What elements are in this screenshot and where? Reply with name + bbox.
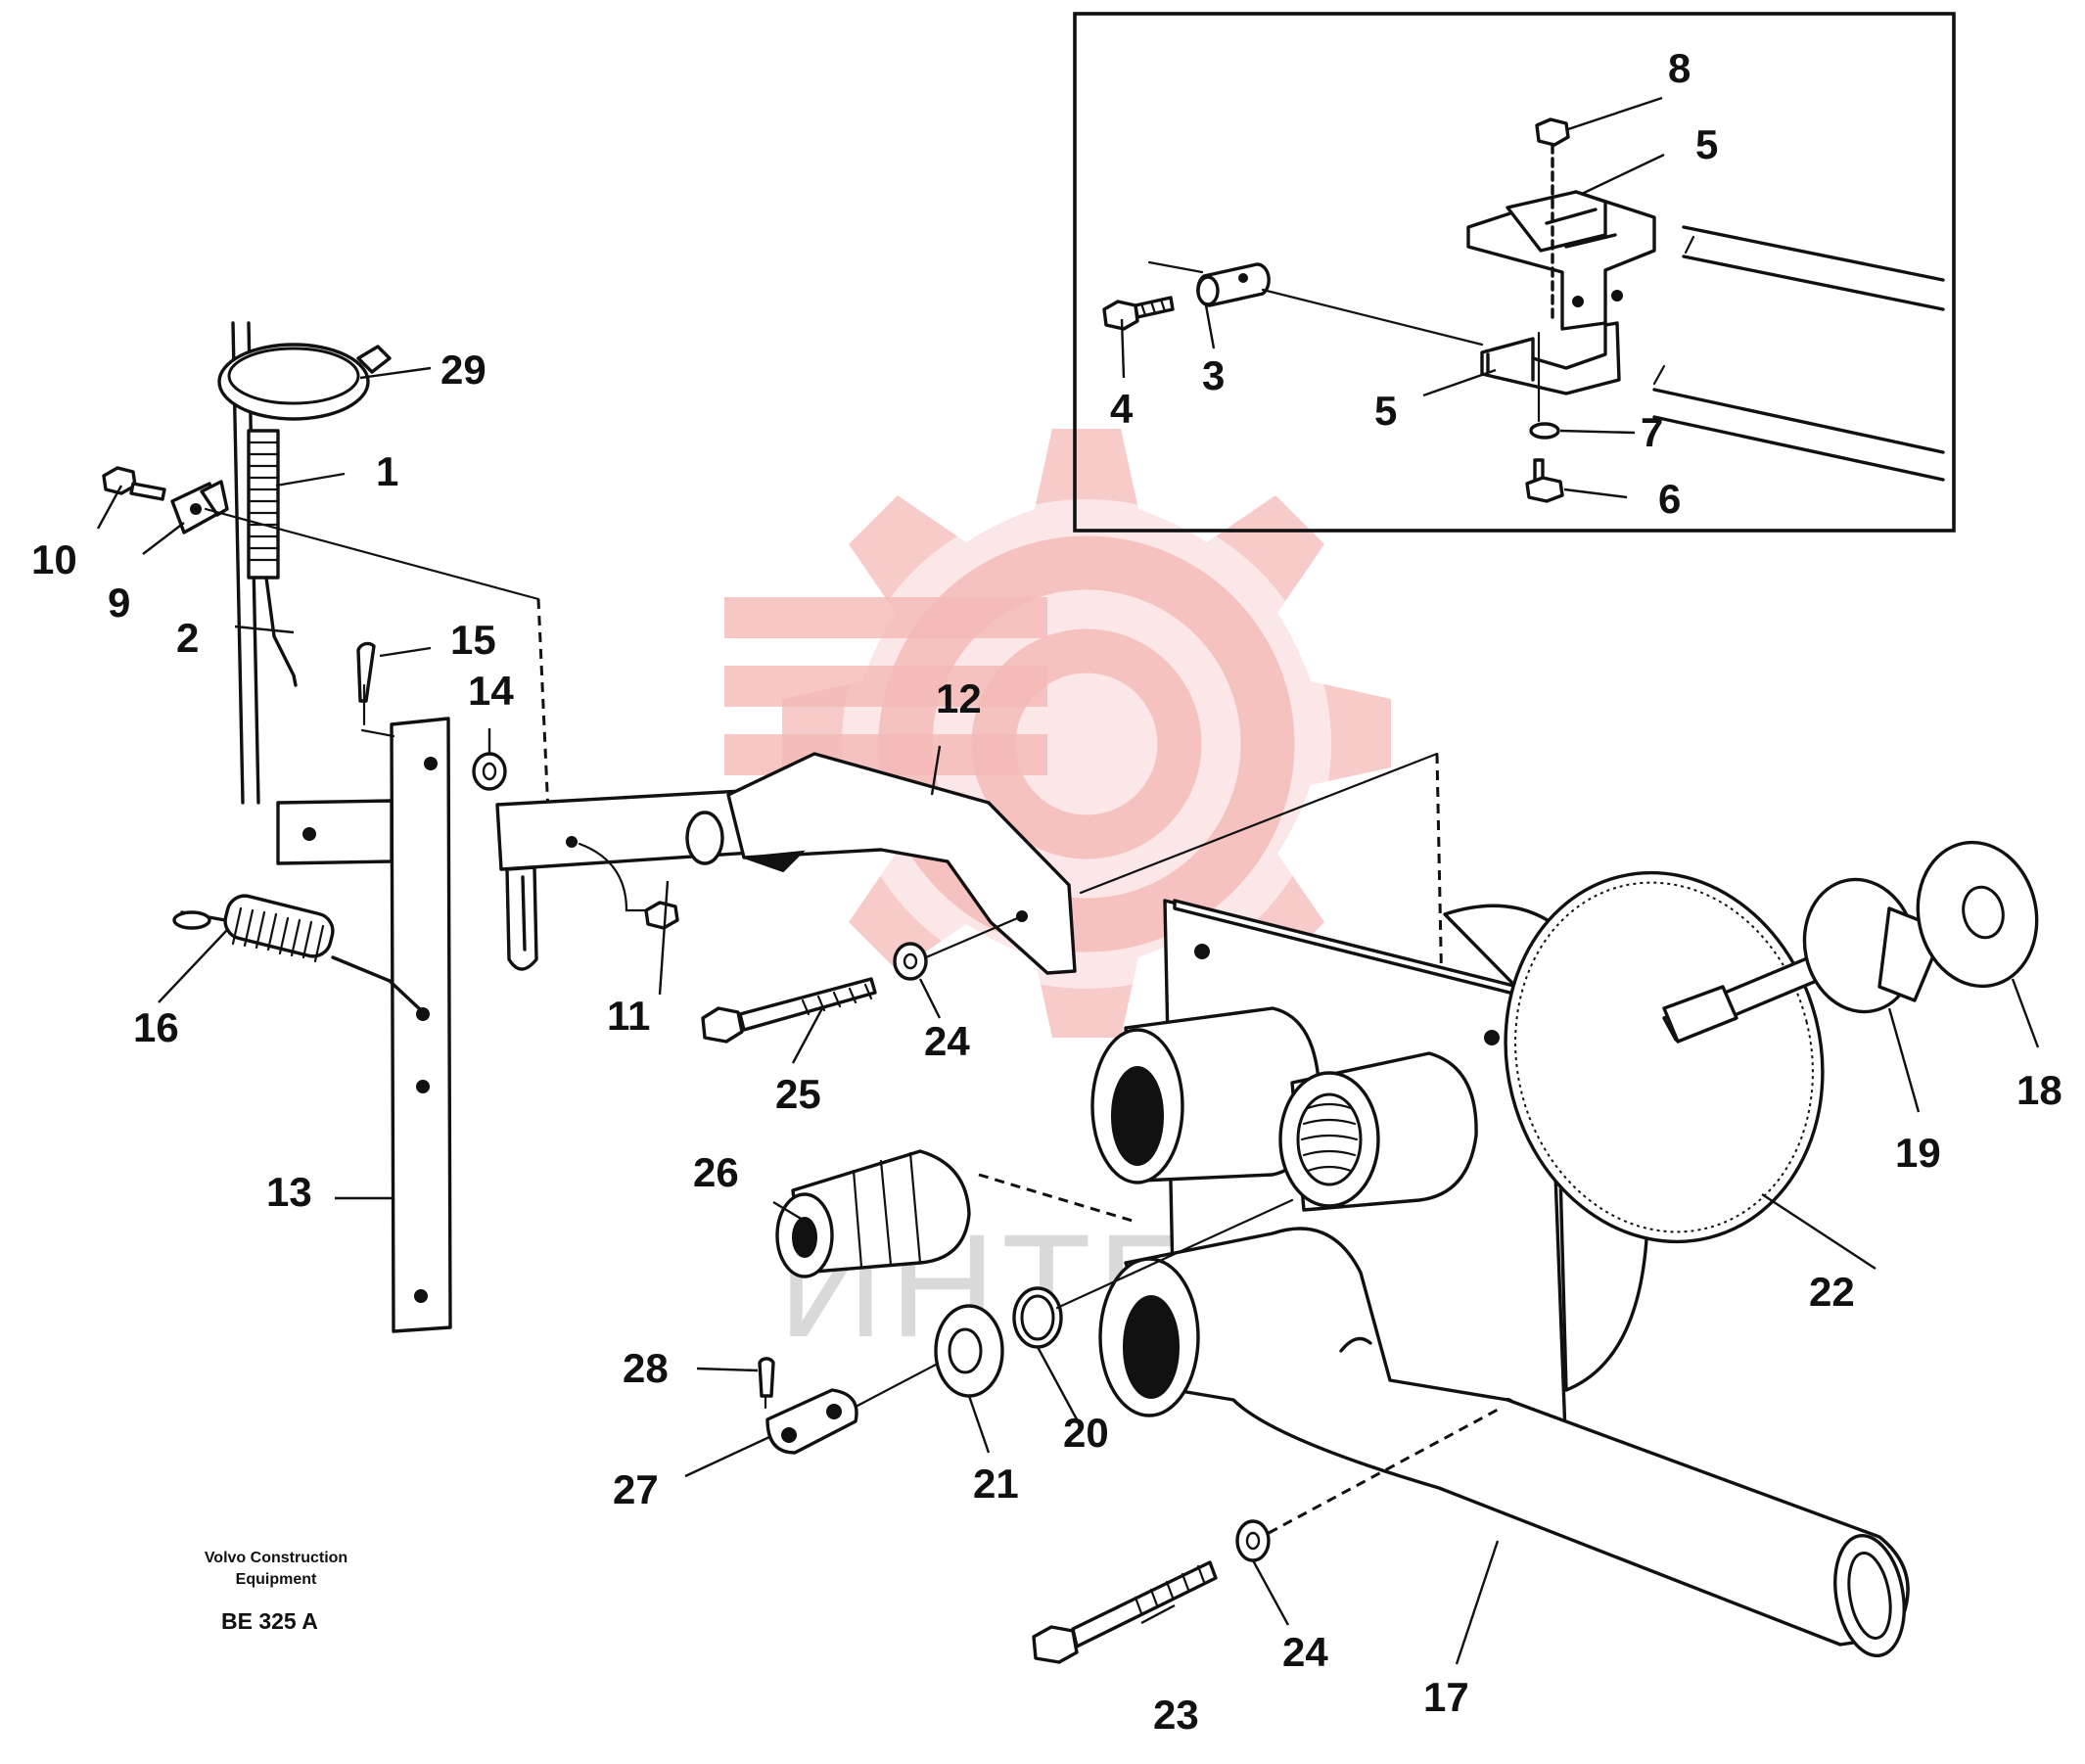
callout-11: 11	[607, 993, 650, 1039]
callout-27: 27	[613, 1466, 659, 1512]
chain-link-27	[765, 1363, 938, 1455]
manufacturer-line-1: Volvo Construction	[205, 1550, 348, 1566]
leader-lines	[96, 96, 2040, 1665]
callout-5-lower: 5	[1374, 388, 1397, 434]
cotter-pin-15	[356, 641, 376, 726]
lever-arm-12	[495, 752, 1077, 975]
callout-24-upper: 24	[924, 1018, 970, 1064]
callout-19: 19	[1895, 1130, 1941, 1176]
valve-body-17	[1090, 899, 1910, 1658]
spring-16	[172, 894, 423, 1012]
inset-detail	[1073, 12, 1956, 533]
callout-12: 12	[936, 675, 982, 721]
seal-20	[1012, 1198, 1294, 1349]
callout-labels: 1 2 3 4 5 5 6 7 8 9 10 11 12 13 14 15 16…	[31, 45, 2062, 1738]
alignment-line	[1079, 752, 1439, 895]
washer-18	[1916, 840, 2039, 989]
callout-10: 10	[31, 536, 77, 582]
callout-15: 15	[450, 617, 496, 663]
callout-7: 7	[1641, 409, 1663, 455]
washer-24-upper	[893, 914, 1024, 981]
washer-14	[472, 752, 507, 791]
manufacturer-line-2: Equipment	[236, 1571, 317, 1588]
bolt-23	[1032, 1560, 1218, 1664]
callout-13: 13	[266, 1169, 312, 1215]
seal-21	[934, 1304, 1004, 1398]
callout-3: 3	[1202, 352, 1225, 398]
diaphragm-22	[1504, 870, 1825, 1244]
callout-22: 22	[1809, 1269, 1855, 1315]
cable-clamp-assembly	[102, 321, 550, 813]
washer-24-lower	[1235, 1408, 1499, 1562]
callout-9: 9	[108, 580, 130, 626]
fitting-26	[775, 1149, 1136, 1278]
callout-5-upper: 5	[1695, 121, 1718, 167]
callout-25: 25	[775, 1071, 821, 1117]
callout-8: 8	[1668, 45, 1691, 91]
callout-17: 17	[1423, 1674, 1469, 1720]
callout-18: 18	[2016, 1067, 2062, 1113]
callout-20: 20	[1063, 1410, 1109, 1456]
callout-4: 4	[1110, 386, 1134, 432]
callout-26: 26	[693, 1149, 739, 1195]
callout-24-lower: 24	[1282, 1629, 1328, 1675]
callout-14: 14	[468, 668, 514, 714]
callout-29: 29	[440, 347, 486, 393]
footer: Volvo Construction Equipment BE 325 A	[205, 1550, 348, 1634]
pin-28	[758, 1357, 775, 1410]
callout-6: 6	[1658, 476, 1681, 522]
callout-2: 2	[176, 615, 199, 661]
callout-16: 16	[133, 1004, 179, 1050]
nut-11	[644, 901, 679, 930]
diagram-code: BE 325 A	[221, 1608, 318, 1634]
callout-1: 1	[376, 448, 398, 494]
callout-28: 28	[623, 1345, 669, 1391]
bolt-25	[701, 977, 877, 1044]
lever-plate-13	[276, 717, 452, 1333]
watermark-gear-logo	[724, 429, 1391, 1038]
callout-21: 21	[973, 1461, 1019, 1507]
callout-23: 23	[1153, 1692, 1199, 1738]
